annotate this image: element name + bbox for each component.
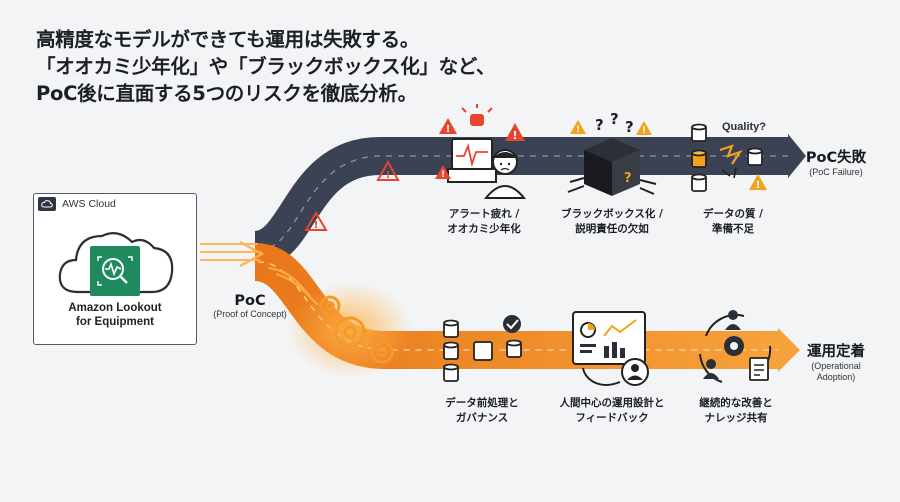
user-icon	[703, 310, 741, 379]
poc-label: PoC (Proof of Concept)	[205, 293, 295, 320]
warning-icon: !	[749, 174, 767, 191]
svg-text:?: ?	[610, 110, 619, 128]
success-subtitle-2: Adoption)	[816, 372, 856, 382]
step-caption-line-1: データ前処理と	[445, 397, 519, 409]
svg-text:!: !	[441, 170, 445, 180]
step-caption-line-2: ガバナンス	[455, 412, 509, 424]
headline: 高精度なモデルができても運用は失敗する。 「オオカミ少年化」や「ブラックボックス…	[36, 26, 496, 107]
database-icon	[691, 123, 707, 192]
feedback-arrow	[582, 367, 621, 386]
poc-subtitle: (Proof of Concept)	[213, 309, 287, 319]
svg-text:?: ?	[625, 118, 634, 136]
step-caption-line-2: フィードバック	[575, 412, 649, 424]
warning-icon: !	[376, 159, 400, 181]
risk-caption-line-1: アラート疲れ /	[448, 208, 520, 220]
svg-text:!: !	[642, 126, 646, 136]
risk-caption: データの質 / 準備不足	[688, 207, 778, 237]
lookout-equipment-icon	[90, 246, 140, 296]
gear-icon	[724, 336, 744, 356]
step-caption: データ前処理と ガバナンス	[422, 396, 542, 426]
svg-text:!: !	[512, 129, 517, 142]
black-box-icon: ?	[567, 138, 657, 196]
headline-line-1: 高精度なモデルができても運用は失敗する。	[36, 28, 420, 51]
warning-icon: !	[304, 211, 328, 231]
aws-cloud-tag: AWS Cloud	[34, 194, 116, 214]
database-icon	[443, 319, 522, 382]
service-name-line-2: for Equipment	[76, 316, 154, 328]
svg-text:!: !	[576, 125, 580, 135]
step-caption-line-2: ナレッジ共有	[704, 412, 768, 424]
quality-label: Quality?	[722, 121, 767, 133]
risk-caption: ブラックボックス化 / 説明責任の欠如	[550, 207, 674, 237]
warning-icon: !	[636, 121, 652, 136]
svg-text:?: ?	[595, 116, 604, 134]
step-caption: 継続的な改善と ナレッジ共有	[684, 396, 788, 426]
svg-text:!: !	[756, 180, 761, 191]
headline-line-2: 「オオカミ少年化」や「ブラックボックス化」など、	[36, 55, 496, 78]
step-caption-line-1: 継続的な改善と	[699, 397, 773, 409]
failure-title: PoC失敗	[805, 150, 867, 166]
service-name-line-1: Amazon Lookout	[68, 302, 162, 314]
poc-title: PoC	[234, 293, 266, 309]
warning-icon: !	[435, 165, 451, 180]
svg-text:!: !	[314, 220, 319, 231]
risk-caption-line-2: 説明責任の欠如	[575, 223, 649, 235]
step-caption: 人間中心の運用設計と フィードバック	[548, 396, 676, 426]
document-icon	[749, 357, 769, 381]
warning-icon: !	[570, 120, 586, 135]
aws-cloud-label: AWS Cloud	[62, 198, 116, 210]
flow-lines	[200, 240, 319, 306]
failure-road-centerline	[257, 155, 790, 251]
question-icon: ? ? ?	[595, 110, 634, 136]
user-icon	[621, 358, 649, 386]
success-title: 運用定着	[807, 344, 865, 360]
svg-text:!: !	[386, 170, 391, 181]
success-end-label: 運用定着 (Operational Adoption)	[800, 340, 872, 383]
dashboard-icon	[572, 311, 646, 365]
success-arrowhead	[778, 328, 800, 372]
headline-line-3: PoC後に直面する5つのリスクを徹底分析。	[36, 82, 417, 105]
gear-icon	[319, 295, 394, 364]
failure-end-label: PoC失敗 (PoC Failure)	[800, 146, 872, 178]
monitor-alarm-icon	[447, 104, 497, 183]
svg-text:!: !	[446, 124, 451, 135]
risk-caption-line-1: データの質 /	[703, 208, 763, 220]
risk-caption-line-1: ブラックボックス化 /	[561, 208, 663, 220]
success-subtitle-1: (Operational	[811, 361, 861, 371]
check-icon	[503, 315, 521, 333]
warning-icon: !	[439, 118, 457, 135]
risk-caption: アラート疲れ / オオカミ少年化	[424, 207, 544, 237]
broken-data-icon	[719, 144, 763, 179]
worried-person-icon	[483, 149, 527, 199]
risk-caption-line-2: 準備不足	[712, 223, 754, 235]
cloud-icon	[38, 197, 56, 211]
failure-subtitle: (PoC Failure)	[809, 167, 863, 177]
aws-cloud-box: AWS Cloud Amazon Lookout for Equipment	[33, 193, 197, 345]
svg-text:?: ?	[624, 171, 632, 186]
warning-icon: !	[505, 123, 525, 142]
step-caption-line-1: 人間中心の運用設計と	[559, 397, 665, 409]
failure-arrowhead	[788, 134, 806, 178]
service-name: Amazon Lookout for Equipment	[34, 301, 196, 329]
risk-caption-line-2: オオカミ少年化	[447, 223, 521, 235]
